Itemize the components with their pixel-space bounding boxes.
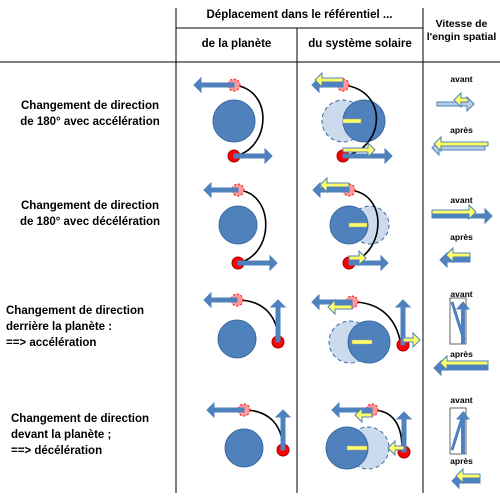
speed-before-blue-r3 (455, 301, 471, 345)
header-speed-line2: l'engin spatial (426, 31, 497, 43)
trajectory-r3-solarframe (351, 301, 401, 341)
velocity-in-yellow-r4-solarframe (354, 406, 373, 424)
row-label-3: Changement de direction derrière la plan… (6, 303, 176, 351)
planet-motion-r1-solarframe (342, 118, 362, 124)
speed-before-2: avant (450, 195, 473, 205)
header-planet-frame: de la planète (201, 38, 272, 50)
speed-after-blue-r2 (439, 251, 471, 269)
planet-r3-planetframe (217, 319, 257, 359)
planet-r4-planetframe (224, 428, 264, 468)
speed-after-4: après (450, 456, 473, 466)
velocity-in-r2-planetframe (203, 181, 239, 199)
speed-after-yellow-r4 (455, 467, 481, 485)
velocity-in-blue-r3-solarframe (311, 293, 353, 311)
planet-motion-r3-solarframe (351, 339, 373, 345)
velocity-out-yellow-r1-solarframe (342, 141, 376, 159)
row-label-2: Changement de direction de 180° avec déc… (4, 198, 176, 230)
speed-before-yellow-r1 (453, 91, 469, 109)
header-solar-frame: du système solaire (308, 38, 412, 50)
velocity-in-yellow-r1-solarframe (314, 71, 344, 89)
speed-before-3: avant (450, 289, 473, 299)
header-speed-line1: Vitesse de (435, 18, 488, 30)
speed-before-blue-r4 (455, 411, 471, 455)
planet-motion-r4-solarframe (346, 445, 368, 451)
velocity-in-yellow-r3-solarframe (327, 298, 353, 316)
velocity-out-blue-r4-solarframe (395, 411, 413, 453)
velocity-out-yellow-r3-solarframe (402, 331, 421, 349)
row-3-line1: Changement de direction (6, 305, 145, 317)
velocity-in-r3-planetframe (203, 291, 238, 309)
trajectory-r1-planetframe (233, 84, 264, 157)
speed-after-yellow-r2 (445, 246, 471, 264)
velocity-in-r4-planetframe (206, 401, 245, 419)
velocity-out-yellow-r2-solarframe (348, 249, 367, 267)
row-2-line1: Changement de direction (20, 200, 160, 212)
speed-after-yellow-r3 (439, 354, 489, 372)
planet-motion-r2-solarframe (348, 222, 368, 228)
row-3-line2: derrière la planète : (6, 321, 113, 333)
trajectory-r2-planetframe (237, 189, 267, 264)
speed-after-blue-r3 (433, 359, 489, 377)
speed-after-yellow-r1 (433, 135, 489, 153)
velocity-out-r1-planetframe (233, 147, 273, 165)
velocity-in-blue-r2-solarframe (312, 181, 350, 199)
row-4-line2: devant la planète ; (11, 429, 112, 441)
planet-r1-planetframe (212, 99, 256, 143)
velocity-out-blue-r2-solarframe (348, 254, 389, 272)
row-1-line2: de 180° avec accélération (20, 116, 160, 128)
header-speed: Vitesse de l'engin spatial (423, 18, 500, 44)
planet-r2-planetframe (218, 205, 258, 245)
speed-before-yellow-r2 (431, 203, 477, 221)
speed-before-1: avant (450, 74, 473, 84)
row-4-line3: ==> décélération (11, 445, 103, 457)
row-label-1: Changement de direction de 180° avec acc… (4, 98, 176, 130)
velocity-out-r3-planetframe (269, 299, 287, 343)
speed-before-4: avant (450, 395, 473, 405)
velocity-in-blue-r4-solarframe (331, 401, 373, 419)
speed-after-1: après (450, 125, 473, 135)
velocity-out-r4-planetframe (274, 409, 292, 451)
row-3-line3: ==> accélération (6, 337, 97, 349)
speed-before-blue-r2 (431, 207, 493, 225)
header-displacement: Déplacement dans le référentiel ... (206, 9, 393, 21)
velocity-out-yellow-r4-solarframe (387, 439, 405, 457)
speed-after-2: après (450, 232, 473, 242)
row-4-line1: Changement de direction (11, 413, 150, 425)
velocity-out-r2-planetframe (237, 254, 278, 272)
velocity-in-r1-planetframe (193, 76, 235, 94)
velocity-in-yellow-r2-solarframe (319, 176, 350, 194)
row-label-4: Changement de direction devant la planèt… (11, 411, 176, 459)
speed-after-3: après (450, 349, 473, 359)
row-2-line2: de 180° avec décélération (19, 216, 161, 228)
row-1-line1: Changement de direction (20, 100, 160, 112)
